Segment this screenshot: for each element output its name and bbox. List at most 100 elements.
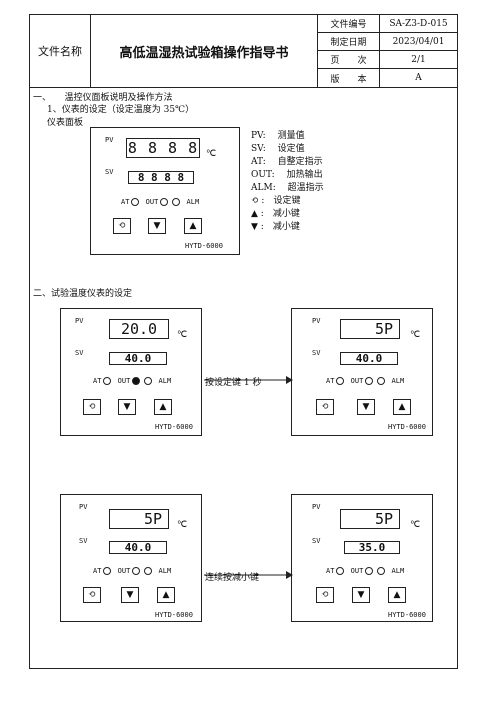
sv-label: SV [312,537,321,545]
out-label: OUT [145,198,159,206]
model-label: HYTD-6000 [185,242,223,250]
alm-lamp-icon [377,377,386,385]
document-header: 文件名称 高低温湿热试验箱操作指导书 文件编号 SA-Z3-D-015 制定日期… [29,14,458,88]
pv-display: 5P [340,509,400,529]
triangle-up-icon: ▲ [398,402,406,412]
sv-label: SV [105,168,114,176]
sv-label: SV [312,349,321,357]
arrow-label: 按设定键 1 秒 [205,378,262,388]
triangle-down-icon: ▼ [126,590,134,600]
set-key-icon: ⟲ [118,221,126,231]
alm-lamp-icon [377,567,386,575]
sv-display: 40.0 [340,352,398,365]
pv-label: PV [312,503,321,511]
set-key-button[interactable]: ⟲ [316,587,334,603]
down-key-button[interactable]: ▼ [357,399,375,415]
unit-label: ℃ [410,330,421,340]
indicator-row: AT OUT ALM [326,567,405,575]
legend-item: OUT: 加热输出 [251,170,323,180]
triangle-up-icon: ▲ [159,402,167,412]
pv-label: PV [312,317,321,325]
section2-heading: 二、试验温度仪表的设定 [33,289,133,299]
at-lamp-icon [103,567,112,575]
model-label: HYTD-6000 [388,611,426,619]
down-key-button[interactable]: ▼ [352,587,370,603]
legend-item: PV: 测量值 [251,131,305,141]
triangle-up-icon: ▲ [162,590,170,600]
sv-label: SV [79,537,88,545]
arrow-right-icon [204,571,293,579]
set-key-button[interactable]: ⟲ [316,399,334,415]
pv-display: 5P [109,509,169,529]
up-key-button[interactable]: ▲ [393,399,411,415]
set-key-button[interactable]: ⟲ [83,587,101,603]
pv-label: PV [75,317,84,325]
section1-sub1: 1、仪表的设定（设定温度为 35℃） [47,105,195,115]
set-key-icon: ⟲ [88,402,96,412]
legend-item: ALM: 超温指示 [251,183,324,193]
legend-item: ⟲ : 设定键 [251,196,301,206]
at-label: AT [121,198,130,206]
meta-label: 文件编号 [317,14,380,33]
set-key-icon: ⟲ [88,590,96,600]
pv-display: 5P [340,319,400,339]
section1-sub2: 仪表面板 [47,118,84,128]
meta-value: SA-Z3-D-015 [379,14,458,33]
at-lamp-icon [131,198,140,206]
meta-value: 2/1 [379,50,458,69]
triangle-down-icon: ▼ [362,402,370,412]
triangle-down-icon: ▼ [357,590,365,600]
down-key-button[interactable]: ▼ [121,587,139,603]
meta-value: A [379,68,458,88]
set-key-button[interactable]: ⟲ [83,399,101,415]
pv-label: PV [105,136,114,144]
unit-label: ℃ [410,520,421,530]
file-name-label: 文件名称 [29,14,91,88]
legend-item: AT: 自整定指示 [251,157,323,167]
unit-label: ℃ [206,149,217,159]
pv-label: PV [79,503,88,511]
at-lamp-icon [336,377,345,385]
section1-heading: 一、 温控仪面板说明及操作方法 [33,93,173,103]
alm-lamp-icon [172,198,181,206]
up-key-button[interactable]: ▲ [184,218,202,234]
document-title: 高低温湿热试验箱操作指导书 [90,14,318,88]
unit-label: ℃ [177,520,188,530]
meta-label: 制定日期 [317,32,380,51]
model-label: HYTD-6000 [155,423,193,431]
meta-label: 页 次 [317,50,380,69]
out-lamp-icon [365,567,374,575]
out-lamp-icon [132,567,141,575]
up-key-button[interactable]: ▲ [154,399,172,415]
arrow-right-icon [204,376,293,384]
indicator-row: AT OUT ALM [93,377,172,385]
controller-panel-step1: PV 20.0 ℃ SV 40.0 AT OUT ALM ⟲ ▼ ▲ HYTD-… [60,308,202,436]
controller-panel-step3: PV 5P ℃ SV 40.0 AT OUT ALM ⟲ ▼ ▲ HYTD-60… [60,494,202,622]
controller-panel-step2: PV 5P ℃ SV 40.0 AT OUT ALM ⟲ ▼ ▲ HYTD-60… [291,308,433,436]
sv-label: SV [75,349,84,357]
controller-panel-step4: PV 5P ℃ SV 35.0 AT OUT ALM ⟲ ▼ ▲ HYTD-60… [291,494,433,622]
down-key-button[interactable]: ▼ [148,218,166,234]
controller-panel-main: PV 8 8 8 8 ℃ SV 8 8 8 8 AT OUT ALM ⟲ ▼ ▲… [90,127,240,255]
unit-label: ℃ [177,330,188,340]
triangle-down-icon: ▼ [153,221,161,231]
up-key-button[interactable]: ▲ [157,587,175,603]
triangle-down-icon: ▼ [123,402,131,412]
sv-display: 40.0 [109,541,167,554]
pv-display: 20.0 [109,319,169,339]
indicator-row: AT OUT ALM [121,198,199,206]
triangle-up-icon: ▲ [393,590,401,600]
down-key-button[interactable]: ▼ [118,399,136,415]
legend-item: ▲ : 减小键 [251,209,300,219]
alm-label: ALM [186,198,200,206]
at-lamp-icon [336,567,345,575]
at-lamp-icon [103,377,112,385]
arrow-label: 连续按减小键 [205,573,260,583]
meta-label: 版 本 [317,68,380,88]
set-key-button[interactable]: ⟲ [113,218,131,234]
indicator-row: AT OUT ALM [326,377,405,385]
legend-item: ▼ : 减小键 [251,222,300,232]
sv-display: 35.0 [344,541,400,554]
up-key-button[interactable]: ▲ [388,587,406,603]
alm-lamp-icon [144,377,153,385]
